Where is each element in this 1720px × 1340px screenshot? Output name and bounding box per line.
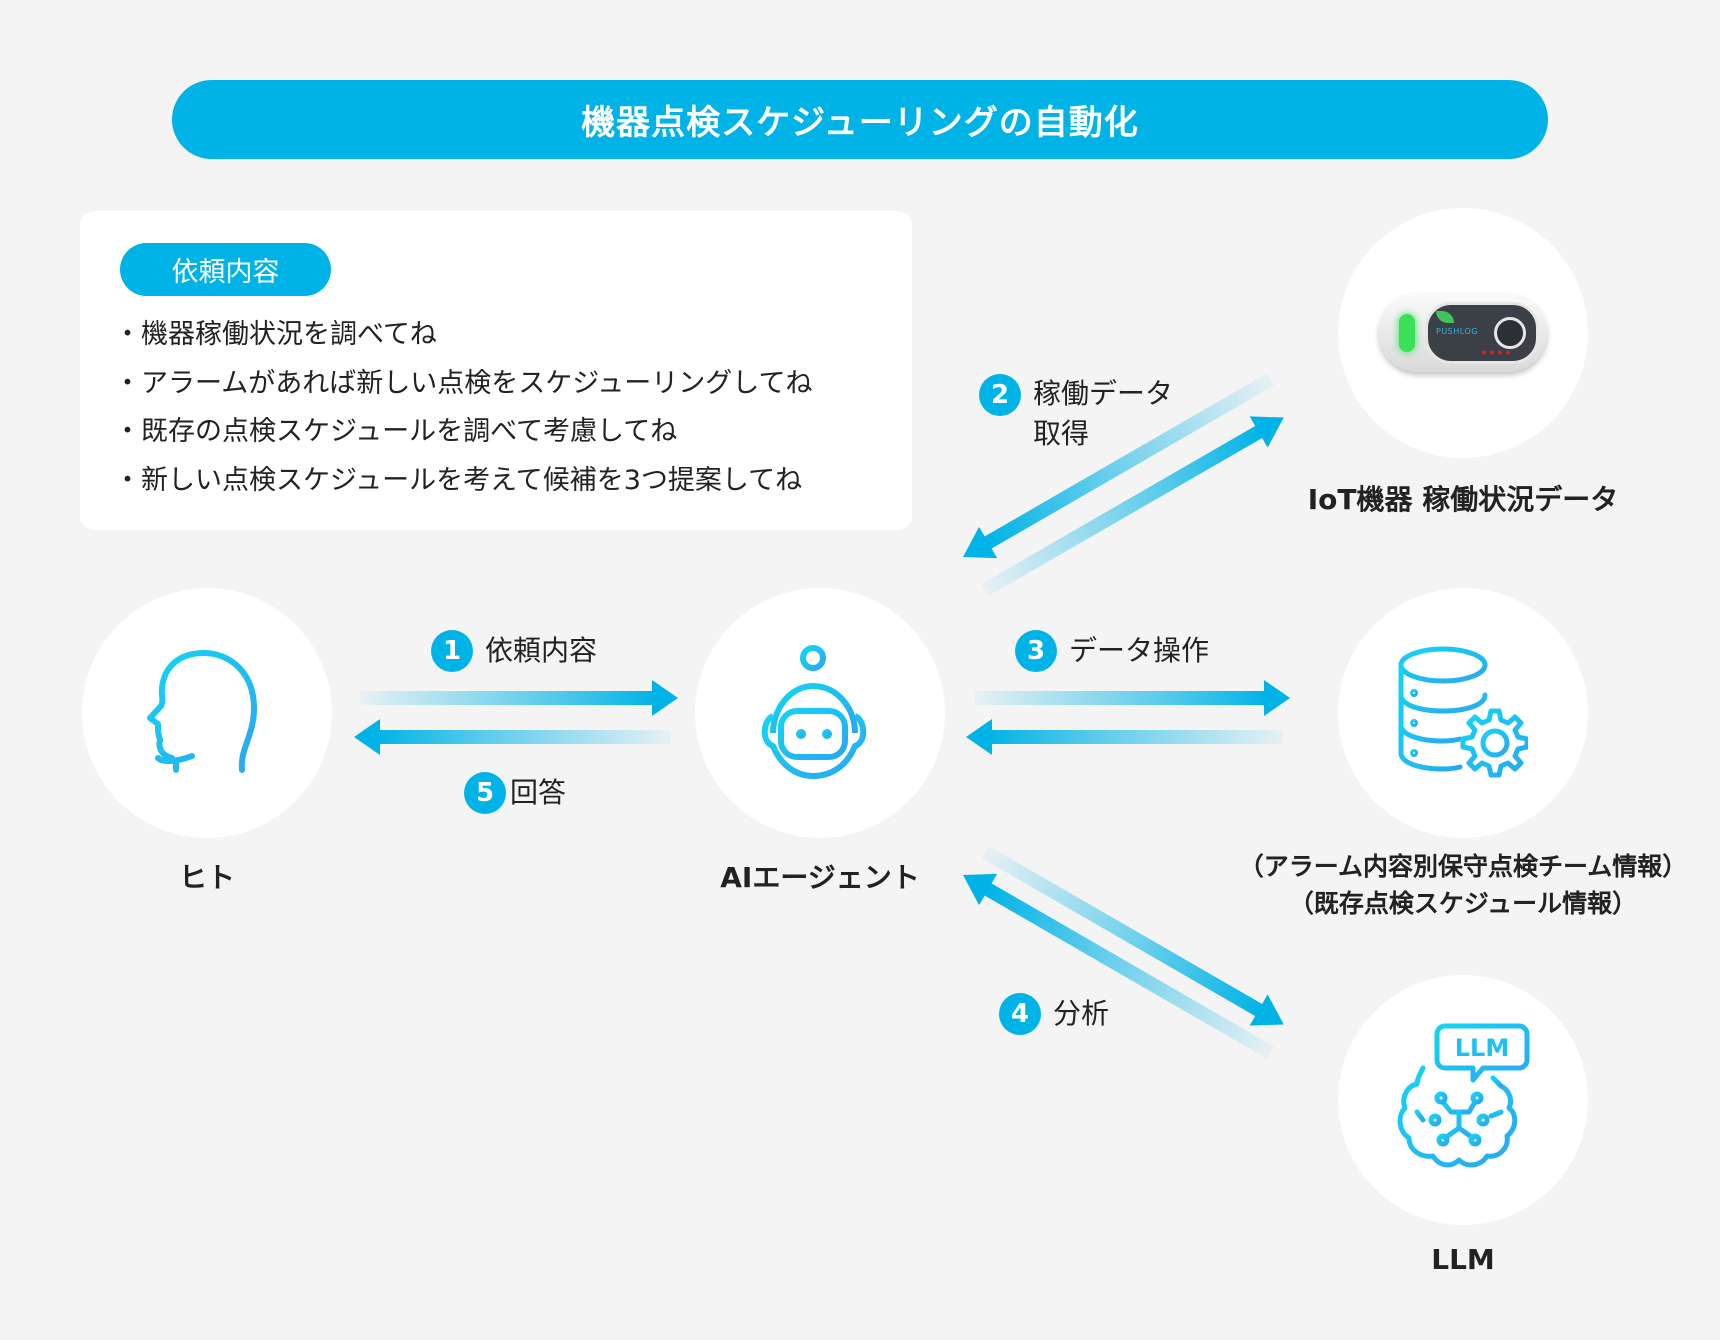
arrow-data-operation-out <box>975 680 1290 716</box>
leaf-icon <box>1436 311 1454 323</box>
step-number-badge: 1 <box>431 630 473 672</box>
step-5-label: 5 回答 <box>464 772 566 814</box>
speech-bubble-icon <box>1434 1023 1530 1083</box>
llm-label: LLM <box>1431 1243 1495 1276</box>
device-brand: PUSHLOG <box>1436 327 1478 336</box>
page-title: 機器点検スケジューリングの自動化 <box>581 103 1139 143</box>
step-1-label: 1 依頼内容 <box>431 630 597 672</box>
arrow-request <box>360 680 678 716</box>
page-title-banner: 機器点検スケジューリングの自動化 <box>172 80 1548 159</box>
arrow-answer <box>354 719 671 755</box>
step-3-label: 3 データ操作 <box>1015 630 1209 672</box>
device-panel: PUSHLOG <box>1425 302 1539 364</box>
database-label-line: （既存点検スケジュール情報） <box>1288 889 1638 918</box>
robot-icon <box>761 645 867 779</box>
llm-node: LLM <box>1338 975 1588 1225</box>
human-head-icon <box>147 650 257 773</box>
step-text-line: 稼働データ <box>1033 377 1174 410</box>
request-item: ・アラームがあれば新しい点検をスケジューリングしてね <box>114 367 813 399</box>
database-label-line: （アラーム内容別保守点検チーム情報） <box>1238 852 1688 881</box>
request-pill-label: 依頼内容 <box>171 257 280 288</box>
device-status-led <box>1399 314 1415 352</box>
arrow-iot-request <box>981 416 1284 597</box>
iot-device-icon: PUSHLOG <box>1379 294 1547 372</box>
request-item: ・既存の点検スケジュールを調べて考慮してね <box>114 416 678 447</box>
arrow-iot-response <box>963 372 1275 559</box>
agent-label: AIエージェント <box>720 861 920 894</box>
request-item: ・機器稼働状況を調べてね <box>114 319 437 350</box>
iot-node: PUSHLOG <box>1338 208 1588 458</box>
device-knob <box>1494 317 1526 349</box>
request-list: ・機器稼働状況を調べてね ・アラームがあれば新しい点検をスケジューリングしてね … <box>114 311 813 505</box>
human-node <box>82 588 332 838</box>
step-number-badge: 4 <box>999 993 1041 1035</box>
step-text: 分析 <box>1053 997 1110 1030</box>
database-gear-icon <box>1398 646 1528 778</box>
arrow-llm-response <box>963 873 1275 1060</box>
step-number-badge: 2 <box>979 374 1021 416</box>
step-4-label: 4 分析 <box>999 993 1109 1035</box>
human-label: ヒト <box>178 861 236 894</box>
step-text: 回答 <box>510 776 567 809</box>
step-number-badge: 5 <box>464 772 506 814</box>
step-text: 依頼内容 <box>485 634 598 667</box>
database-node <box>1338 588 1588 838</box>
device-indicator-dots <box>1480 350 1510 355</box>
iot-label: IoT機器 稼働状況データ <box>1307 483 1619 516</box>
llm-bubble-text: LLM <box>1455 1034 1509 1062</box>
request-item: ・新しい点検スケジュールを考えて候補を3つ提案してね <box>114 464 803 496</box>
step-text: データ操作 <box>1069 634 1210 667</box>
step-text-line: 取得 <box>1033 417 1090 450</box>
request-panel: 依頼内容 ・機器稼働状況を調べてね ・アラームがあれば新しい点検をスケジューリン… <box>80 211 912 530</box>
step-text: 稼働データ 取得 <box>1033 374 1173 454</box>
arrow-llm-request <box>981 845 1284 1026</box>
database-label: （アラーム内容別保守点検チーム情報） （既存点検スケジュール情報） <box>1239 848 1688 922</box>
request-pill: 依頼内容 <box>120 243 331 296</box>
step-2-label: 2 稼働データ 取得 <box>979 374 1173 454</box>
llm-brain-icon: LLM <box>1397 1023 1530 1168</box>
arrow-data-operation-in <box>966 719 1283 755</box>
agent-node <box>695 588 945 838</box>
step-number-badge: 3 <box>1015 630 1057 672</box>
